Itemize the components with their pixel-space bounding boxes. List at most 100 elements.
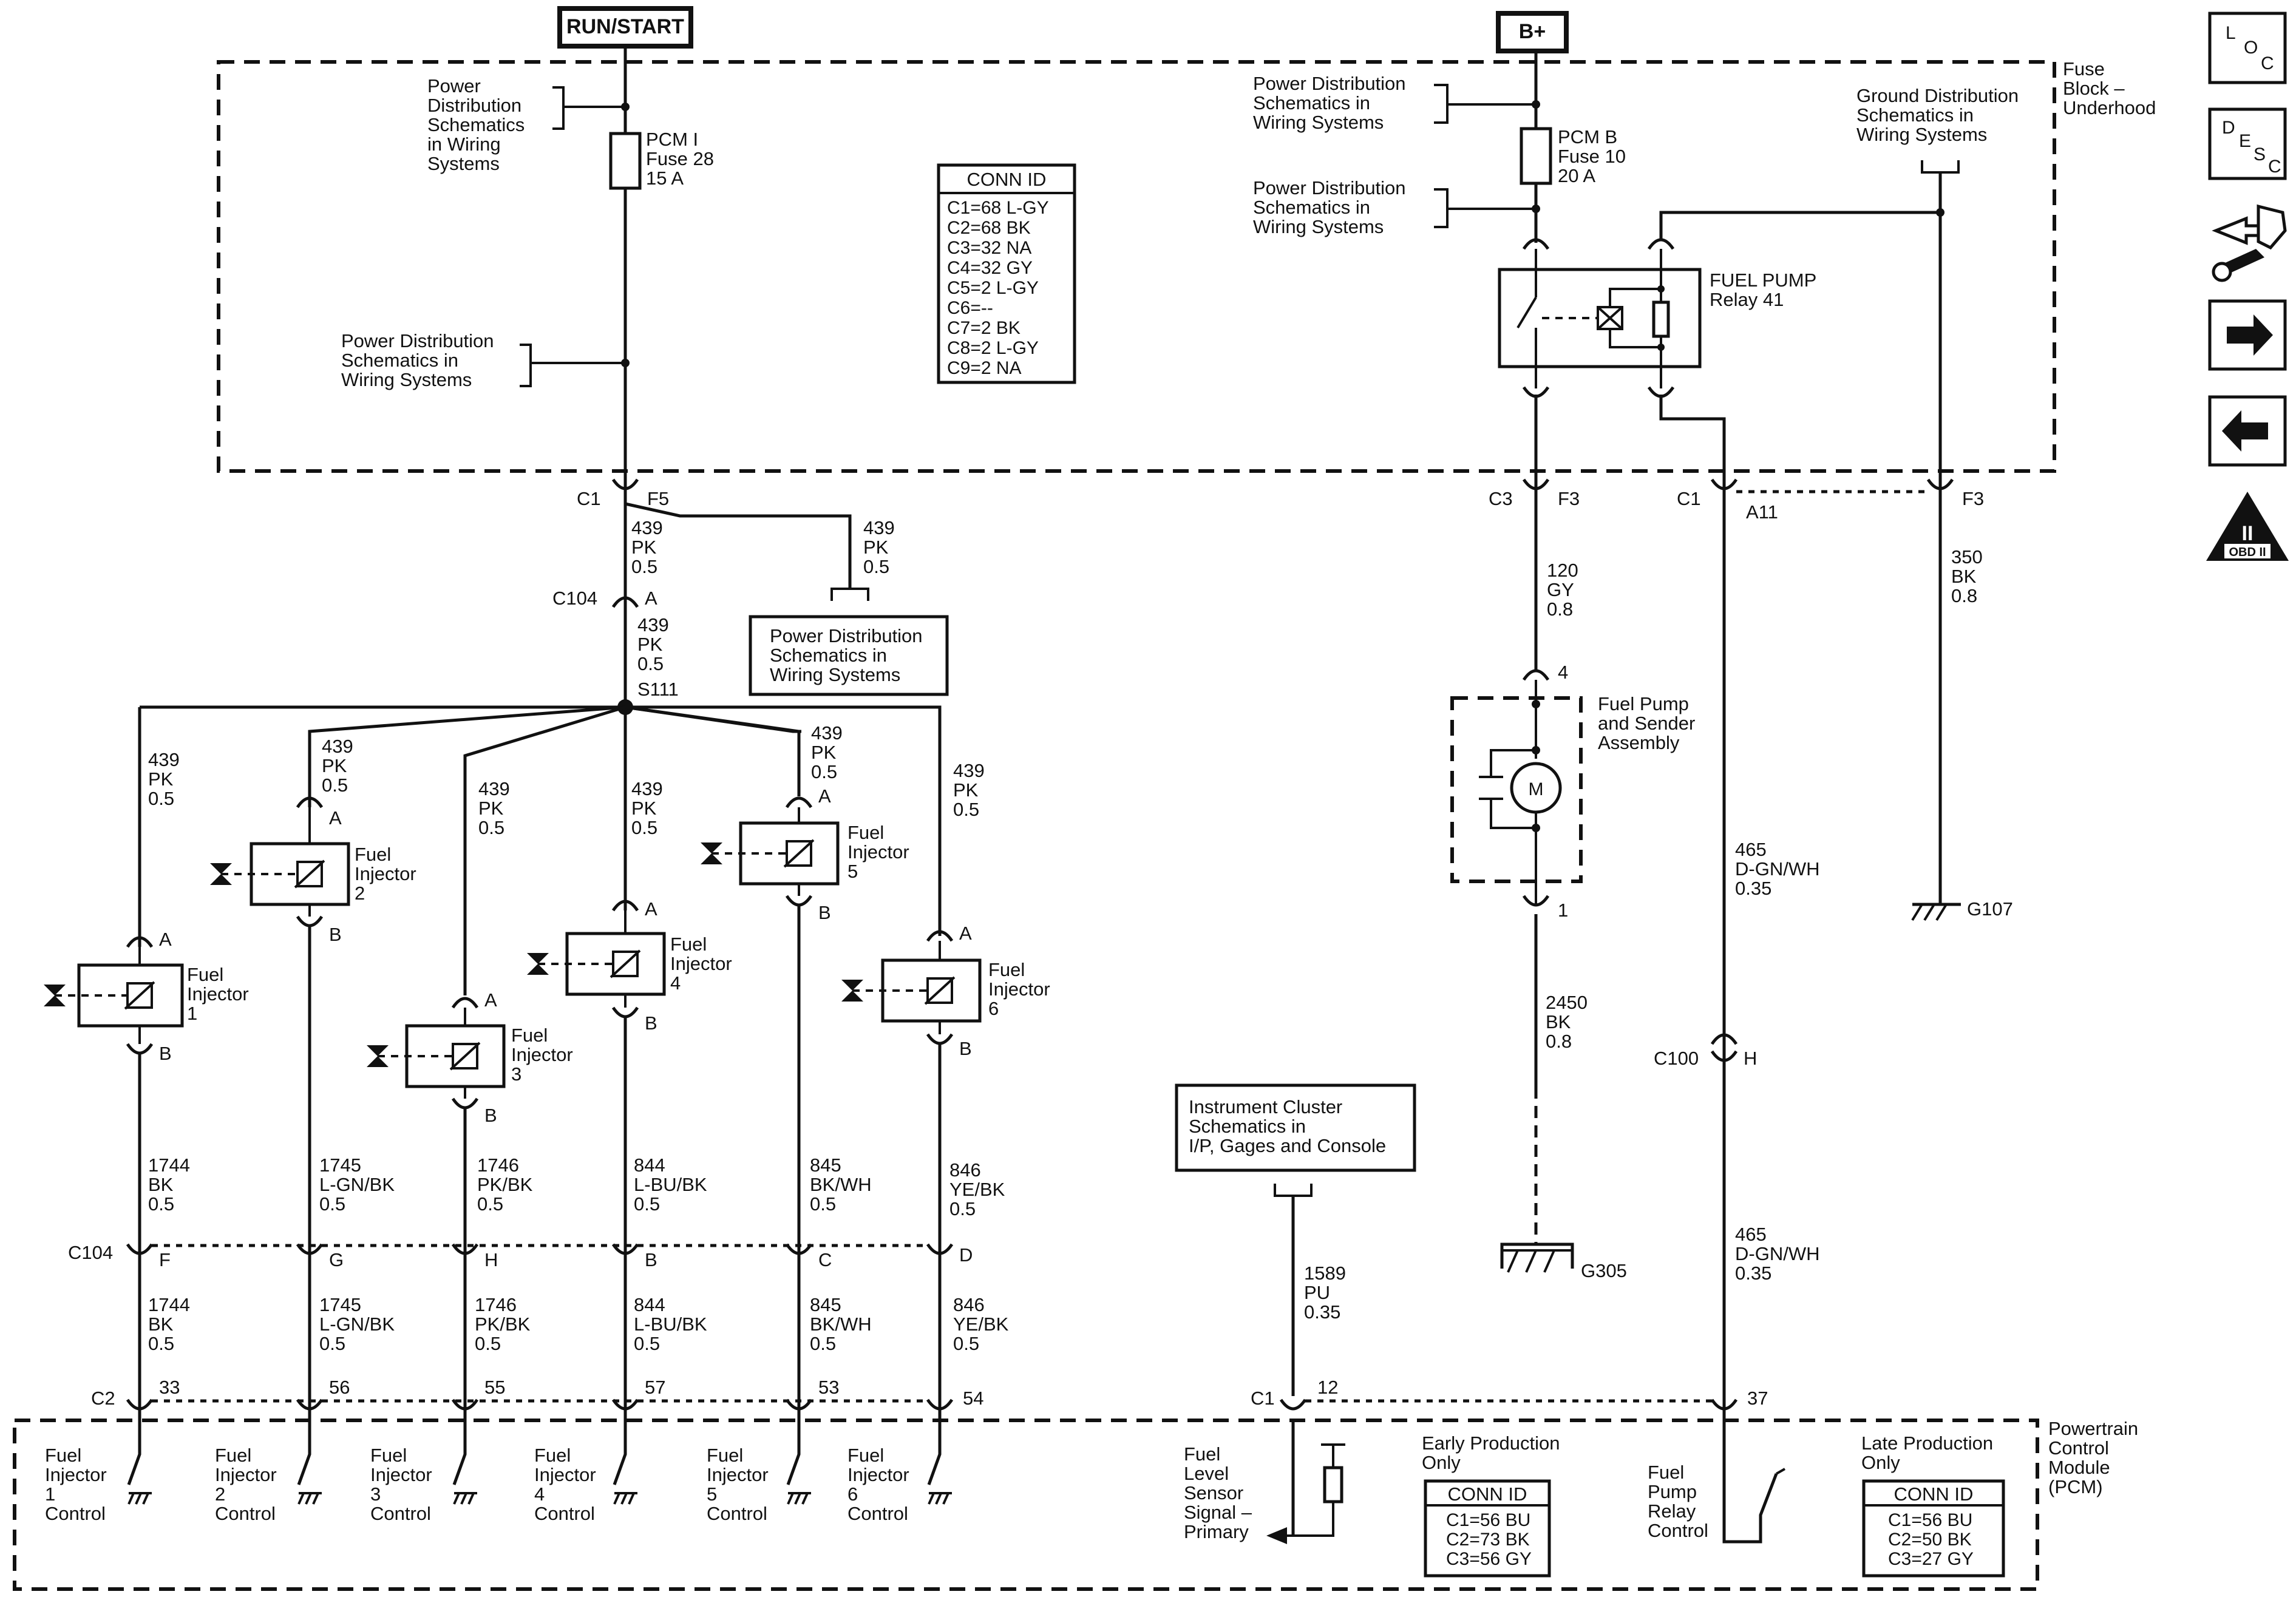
svg-text:G107: G107 <box>1967 898 2013 920</box>
svg-text:Injector: Injector <box>847 1464 909 1485</box>
svg-text:4: 4 <box>534 1483 545 1505</box>
svg-text:55: 55 <box>484 1377 505 1398</box>
svg-text:B: B <box>329 924 342 945</box>
svg-text:B: B <box>484 1105 497 1126</box>
fuel-injector-2[interactable]: A B Fuel Injector 2 <box>210 796 416 945</box>
power-distribution-ref-3: Power Distribution Schematics in Wiring … <box>749 615 949 696</box>
svg-text:H: H <box>484 1249 498 1270</box>
svg-text:PK/BK: PK/BK <box>475 1314 531 1335</box>
wire-350-label: 350 BK 0.8 <box>1951 546 1983 606</box>
svg-text:Fuel: Fuel <box>707 1445 743 1466</box>
svg-text:465: 465 <box>1735 1224 1767 1245</box>
c1-label: C1 <box>577 488 601 509</box>
svg-text:C1: C1 <box>1677 488 1701 509</box>
wire-439-gauge-c: 0.5 <box>637 653 664 674</box>
svg-text:439: 439 <box>148 749 180 770</box>
fuel-pump-relay[interactable]: FUEL PUMP Relay 41 <box>1498 211 1940 398</box>
svg-text:Power Distribution: Power Distribution <box>1253 177 1406 198</box>
wire-439-label: 439 <box>631 517 663 538</box>
svg-text:Injector: Injector <box>187 983 249 1005</box>
svg-text:RUN/START: RUN/START <box>566 15 684 38</box>
svg-text:Control: Control <box>2048 1437 2109 1459</box>
svg-text:Fuel: Fuel <box>215 1445 251 1466</box>
pds-connector-symbol <box>830 588 869 601</box>
wire-inj2-feed <box>308 705 626 807</box>
svg-text:846: 846 <box>949 1159 981 1181</box>
next-page-button[interactable] <box>2208 299 2287 371</box>
svg-text:C5=2 L-GY: C5=2 L-GY <box>947 278 1039 298</box>
svg-text:350: 350 <box>1951 546 1983 568</box>
fuel-injector-5[interactable]: A B Fuel Injector 5 <box>701 785 909 923</box>
wire-inj3-feed <box>463 705 626 995</box>
connector-c1-f5 <box>611 478 639 490</box>
fuel-injector-1[interactable]: A B Fuel Injector 1 <box>44 929 249 1064</box>
svg-text:C3=32 NA: C3=32 NA <box>947 238 1031 258</box>
svg-text:465: 465 <box>1735 839 1767 860</box>
svg-text:A: A <box>645 898 657 920</box>
pcm-injector-switches <box>127 1420 952 1505</box>
wire-2450-label: 2450 BK 0.8 <box>1546 992 1588 1052</box>
svg-text:Power Distribution: Power Distribution <box>770 625 923 646</box>
fuel-injector-4[interactable]: A B Fuel Injector 4 <box>527 898 732 1034</box>
svg-text:Late Production: Late Production <box>1861 1432 1993 1454</box>
svg-text:OBD II: OBD II <box>2229 546 2266 559</box>
svg-text:56: 56 <box>329 1377 350 1398</box>
svg-text:439: 439 <box>478 778 510 799</box>
svg-text:4: 4 <box>670 972 681 994</box>
svg-text:Fuel: Fuel <box>1648 1462 1684 1483</box>
svg-text:1: 1 <box>45 1483 55 1505</box>
svg-text:C: C <box>2261 53 2274 73</box>
svg-text:1744: 1744 <box>148 1154 190 1176</box>
wire-465-label-upper: 465 D-GN/WH 0.35 <box>1735 839 1819 899</box>
fuse-28-amps: 15 A <box>646 168 684 189</box>
desc-button[interactable]: D E S C <box>2208 107 2287 180</box>
svg-text:Injector: Injector <box>511 1044 573 1065</box>
svg-text:I/P, Gages and Console: I/P, Gages and Console <box>1189 1135 1386 1156</box>
fuel-injector-6[interactable]: A B Fuel Injector 6 <box>841 923 1050 1059</box>
svg-text:0.5: 0.5 <box>477 1193 503 1215</box>
branch-to-pds <box>625 502 852 589</box>
conn-id-table-top: CONN ID C1=68 L-GY C2=68 BK C3=32 NA C4=… <box>937 163 1076 384</box>
previous-page-button[interactable] <box>2208 395 2287 467</box>
svg-text:Control: Control <box>707 1503 767 1524</box>
wire-439-gauge-b: 0.5 <box>863 556 889 577</box>
power-distribution-ref-5: Power Distribution Schematics in Wiring … <box>1253 177 1540 237</box>
svg-text:B: B <box>959 1038 972 1059</box>
power-distribution-ref-2: Power Distribution Schematics in Wiring … <box>341 330 630 390</box>
svg-text:Injector: Injector <box>670 953 732 974</box>
svg-text:Fuel Pump: Fuel Pump <box>1598 693 1689 714</box>
pcm-label: Powertrain Control Module (PCM) <box>2048 1418 2138 1497</box>
svg-text:439: 439 <box>953 760 985 781</box>
svg-text:Instrument Cluster: Instrument Cluster <box>1189 1096 1342 1117</box>
fuel-level-sensor-circuit: Fuel Level Sensor Signal – Primary <box>1184 1420 1345 1544</box>
svg-text:Wiring Systems: Wiring Systems <box>1856 124 1987 145</box>
svg-text:0.5: 0.5 <box>475 1333 501 1354</box>
connector-tools-icon[interactable] <box>2212 204 2287 282</box>
svg-text:0.8: 0.8 <box>1546 1031 1572 1052</box>
svg-text:6: 6 <box>988 998 999 1019</box>
svg-text:845: 845 <box>810 1294 841 1315</box>
svg-text:Module: Module <box>2048 1457 2110 1478</box>
svg-text:YE/BK: YE/BK <box>949 1179 1005 1200</box>
connector-c104-row: C104 F G H B C D <box>68 1242 973 1270</box>
wire-439-label-b: 439 <box>863 517 895 538</box>
svg-text:FUEL PUMP: FUEL PUMP <box>1710 270 1816 291</box>
svg-text:C3=56 GY: C3=56 GY <box>1446 1549 1532 1569</box>
svg-text:57: 57 <box>645 1377 665 1398</box>
svg-text:Fuel: Fuel <box>847 822 884 843</box>
svg-text:2450: 2450 <box>1546 992 1588 1013</box>
fuel-injector-3[interactable]: A B Fuel Injector 3 <box>367 989 573 1126</box>
bplus-label: B+ <box>1496 11 1569 53</box>
obd-ii-icon[interactable]: II OBD II <box>2206 492 2289 561</box>
loc-button[interactable]: L O C <box>2208 12 2287 84</box>
svg-text:F3: F3 <box>1962 488 1984 509</box>
svg-text:B+: B+ <box>1519 20 1546 43</box>
svg-text:Fuel: Fuel <box>511 1025 548 1046</box>
svg-text:C1=56 BU: C1=56 BU <box>1888 1510 1972 1530</box>
svg-text:PK: PK <box>478 798 504 819</box>
fuel-pump-assembly[interactable]: 4 M 1 Fuel Pump and Sender Assembly <box>1450 662 1695 921</box>
svg-text:Injector: Injector <box>534 1464 596 1485</box>
ground-distribution-ref: Ground Distribution Schematics in Wiring… <box>1856 85 2019 904</box>
